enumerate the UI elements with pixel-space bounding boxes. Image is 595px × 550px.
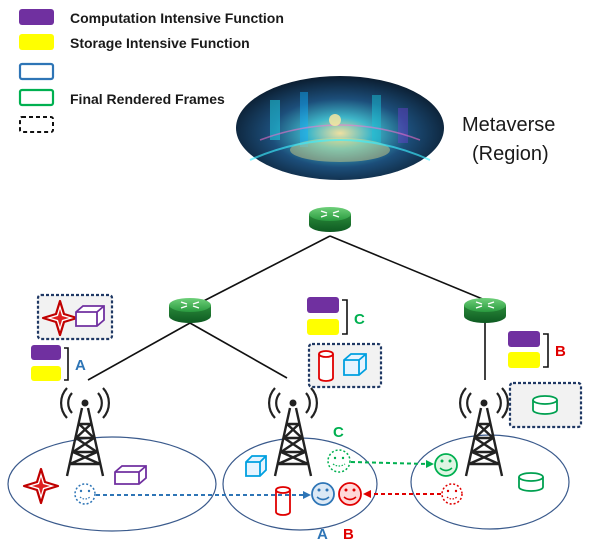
edge-cache-left	[36, 293, 114, 341]
edge-router-right-icon[interactable]	[463, 297, 507, 324]
mobility-arrow-a	[96, 491, 311, 499]
metaverse-image	[236, 76, 444, 180]
metaverse-subtitle: (Region)	[472, 143, 549, 165]
cell-tower-left-icon[interactable]	[59, 386, 111, 478]
red-cylinder-cell-icon	[275, 486, 291, 516]
red-cylinder-icon	[318, 350, 334, 382]
legend-storage-swatch	[19, 34, 54, 50]
computation-block-c	[307, 297, 339, 313]
user-a-smiley-icon	[311, 482, 335, 506]
vr-star-cell-icon	[22, 467, 60, 505]
legend-rendered-swatch	[18, 88, 55, 107]
legend-dashed-box-swatch	[19, 116, 54, 133]
label-a-left: A	[75, 357, 86, 374]
function-stack-a: A	[31, 345, 86, 381]
computation-block-b	[508, 331, 540, 347]
mobility-arrow-c	[350, 460, 434, 468]
green-disc-cell-icon	[518, 472, 544, 492]
blue-cube-icon	[343, 353, 367, 376]
label-b-right: B	[555, 343, 566, 360]
function-stack-c: C	[307, 297, 365, 335]
storage-block-a	[31, 366, 61, 381]
user-b-smiley-icon	[338, 482, 362, 506]
edge-cache-middle	[307, 342, 383, 389]
core-router-icon[interactable]	[308, 206, 352, 233]
user-c-smiley-icon	[434, 453, 458, 477]
cell-tower-middle-icon[interactable]	[267, 386, 319, 478]
legend-computation-swatch	[19, 9, 54, 25]
purple-box-cell-icon	[114, 465, 147, 485]
computation-block-a	[31, 345, 61, 360]
legend-blue-box-swatch	[18, 62, 55, 81]
purple-box-icon	[75, 305, 105, 327]
cell-left	[7, 436, 217, 532]
network-links	[87, 235, 486, 381]
label-b-bottom: B	[343, 526, 354, 543]
label-c-middle: C	[354, 311, 365, 328]
metaverse-title: Metaverse	[462, 114, 555, 136]
legend-rendered-label: Final Rendered Frames	[70, 91, 225, 107]
mobility-arrow-b	[363, 490, 441, 498]
storage-block-b	[508, 352, 540, 368]
user-c-origin-icon	[327, 449, 351, 473]
blue-cube-cell-icon	[245, 455, 267, 477]
storage-block-c	[307, 319, 339, 335]
legend-computation-label: Computation Intensive Function	[70, 10, 284, 26]
cell-tower-right-icon[interactable]	[458, 386, 510, 478]
edge-router-left-icon[interactable]	[168, 297, 212, 324]
label-c-user: C	[333, 424, 344, 441]
user-b-origin-icon	[441, 483, 463, 505]
edge-cache-right	[508, 381, 583, 429]
legend-storage-label: Storage Intensive Function	[70, 35, 250, 51]
green-disc-icon	[532, 395, 558, 415]
function-stack-b: B	[508, 331, 566, 368]
legend: Computation Intensive Function Storage I…	[18, 9, 284, 133]
label-a-bottom: A	[317, 526, 328, 543]
user-a-origin-icon	[74, 483, 96, 505]
